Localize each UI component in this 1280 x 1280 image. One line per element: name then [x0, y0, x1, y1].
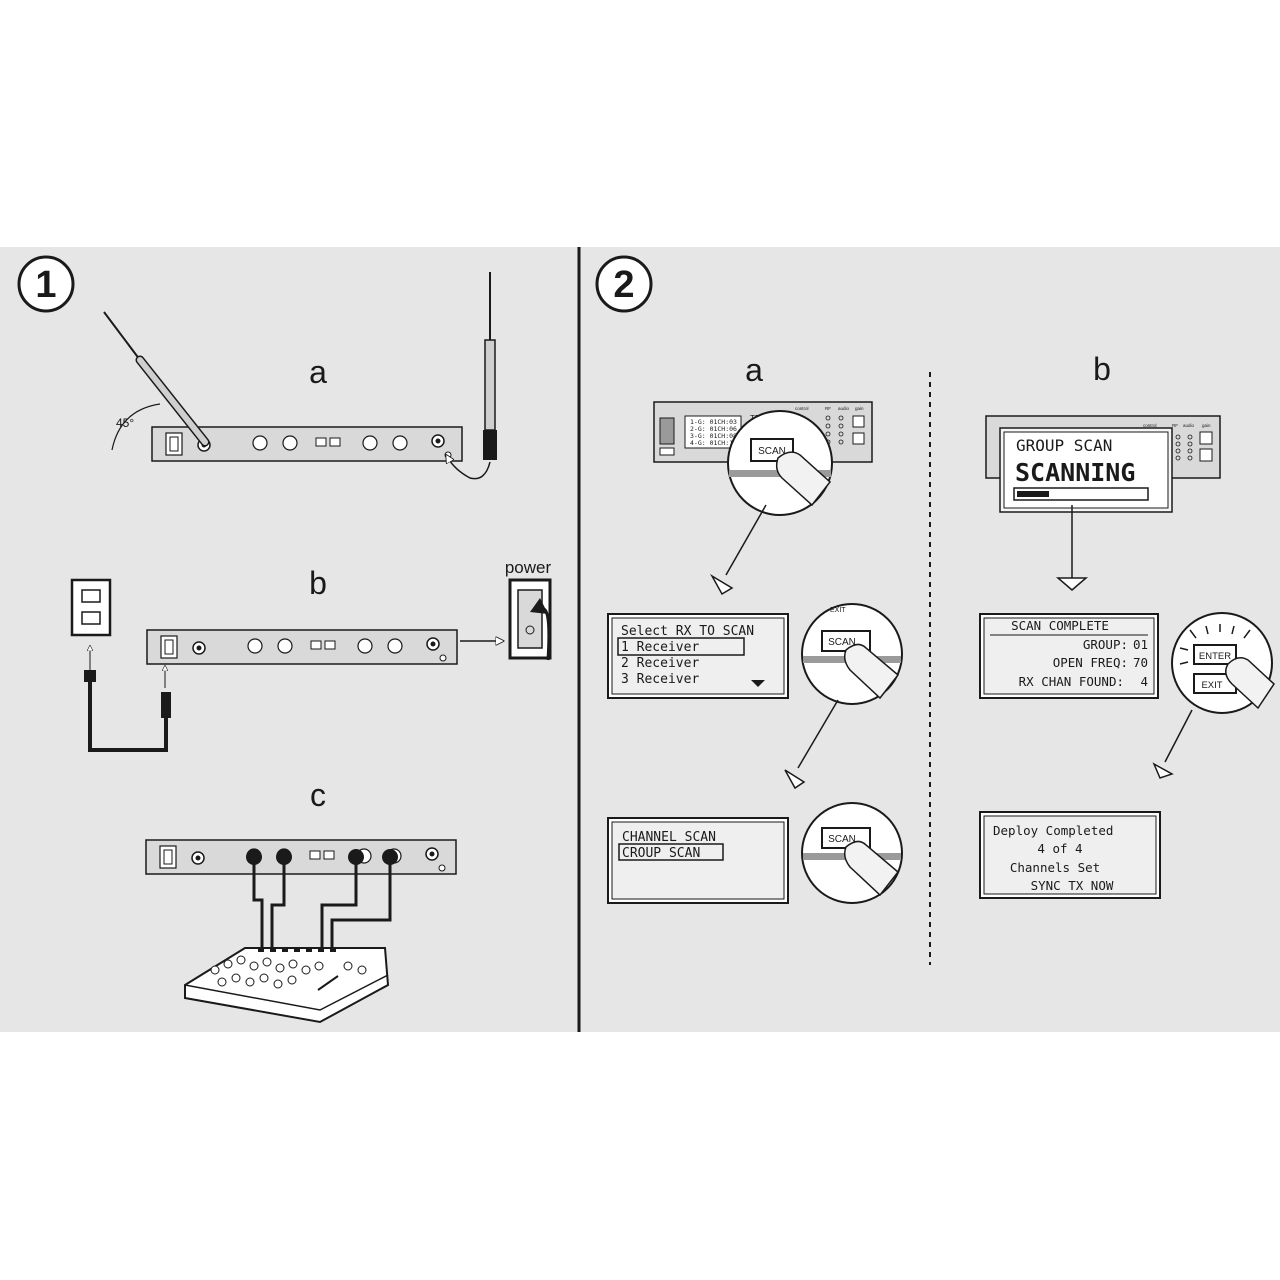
audio-cables — [246, 849, 398, 955]
up-button[interactable] — [852, 415, 865, 428]
group-row-value: 01 — [1133, 637, 1148, 652]
scanning-status: SCANNING — [1015, 458, 1135, 487]
power-label: power — [505, 558, 552, 577]
flow-arrow-2 — [797, 699, 839, 769]
attach-arrow — [448, 458, 491, 480]
step1-number: 1 — [35, 264, 56, 306]
power-cable — [84, 648, 171, 752]
select-rx-title: Select RX TO SCAN — [621, 624, 754, 639]
scan-complete-screen: SCAN COMPLETE GROUP: 01 OPEN FREQ: 70 RX… — [979, 613, 1159, 699]
arrowhead-1 — [709, 573, 734, 596]
front-display-line-2: 2-G: 01CH:06 — [690, 425, 737, 433]
enter-button-label: ENTER — [1199, 651, 1231, 662]
mixer — [184, 947, 390, 1024]
scan-complete-title: SCAN COMPLETE — [1011, 618, 1109, 633]
rf-label: RF — [1172, 423, 1178, 428]
scan-progress-fill — [1017, 491, 1049, 497]
open-freq-label: OPEN FREQ: — [1053, 655, 1128, 670]
selection-highlight — [618, 843, 724, 861]
rx-option-2[interactable]: 2 Receiver — [621, 656, 699, 671]
finger-icon — [843, 643, 900, 700]
flow-arrow-1 — [725, 504, 767, 576]
wall-outlet — [70, 578, 112, 637]
channel-scan-option[interactable]: CHANNEL SCAN — [622, 830, 716, 845]
gain-label: gain — [1202, 423, 1211, 428]
audio-label: audio — [838, 406, 850, 411]
step1b-receiver — [146, 629, 458, 665]
scan-mode-screen: CHANNEL SCAN CROUP SCAN — [607, 817, 789, 904]
arrowhead-4 — [1152, 762, 1174, 779]
front-display-line-3: 3-G: 01CH:08 — [690, 432, 737, 440]
step1c-receiver — [145, 839, 457, 875]
audio-label: audio — [1183, 423, 1195, 428]
flow-arrow-4 — [1164, 709, 1193, 763]
scan-zoom-3: SCAN — [801, 802, 903, 904]
power-switch — [508, 578, 552, 661]
deploy-line-2: 4 of 4 — [1037, 841, 1082, 856]
deploy-line-4: SYNC TX NOW — [1031, 878, 1114, 893]
arrowhead-2 — [784, 769, 806, 790]
scan-zoom-2: SCAN EXIT — [801, 603, 903, 705]
rx-option-1[interactable]: 1 Receiver — [621, 640, 699, 655]
gain-label: gain — [855, 406, 864, 411]
group-scan-title: GROUP SCAN — [1016, 436, 1112, 455]
control-label: control — [1143, 423, 1157, 428]
group-row-label: GROUP: — [1083, 637, 1128, 652]
antenna-right — [483, 272, 497, 460]
selection-highlight — [617, 637, 745, 656]
rf-label: RF — [825, 406, 831, 411]
angle-label: 45° — [116, 416, 134, 430]
front-display-line-1: 1-G: 01CH:03 — [690, 418, 737, 426]
step2-number: 2 — [613, 264, 634, 306]
exit-button-label: EXIT — [1201, 680, 1222, 691]
exit-partial-label: EXIT — [830, 607, 846, 614]
antenna-left — [103, 311, 210, 447]
rx-option-3[interactable]: 3 Receiver — [621, 672, 699, 687]
enter-zoom: ENTER EXIT — [1171, 612, 1275, 714]
scroll-down-icon — [751, 680, 765, 687]
step1-badge: 1 — [17, 255, 75, 313]
step2a-label: a — [745, 352, 763, 388]
deploy-screen: Deploy Completed 4 of 4 Channels Set SYN… — [979, 811, 1161, 899]
open-freq-value: 70 — [1133, 655, 1148, 670]
enter-button[interactable] — [1193, 644, 1237, 665]
group-scan-option[interactable]: CROUP SCAN — [622, 846, 700, 861]
down-button[interactable] — [852, 432, 865, 445]
deploy-line-1: Deploy Completed — [993, 823, 1113, 838]
scan-button-3-label: SCAN — [828, 834, 856, 845]
scan-button-label: SCAN — [758, 446, 786, 457]
step2b-label: b — [1093, 351, 1111, 387]
step2a-zoom-circle: SCAN — [727, 410, 833, 516]
select-rx-screen: Select RX TO SCAN 1 Receiver 2 Receiver … — [607, 613, 789, 699]
up-button[interactable] — [1199, 431, 1213, 445]
finger-icon — [843, 840, 900, 897]
angle-arc — [111, 403, 161, 451]
step1c-label: c — [310, 777, 326, 813]
step2-badge: 2 — [595, 255, 653, 313]
front-display-line-4: 4-G: 01CH:12 — [690, 439, 737, 447]
rx-chan-found-label: RX CHAN FOUND: — [1019, 674, 1124, 689]
control-label: control — [795, 406, 809, 411]
group-scan-screen: GROUP SCAN SCANNING — [999, 427, 1173, 513]
rx-chan-found-value: 4 — [1140, 674, 1148, 689]
down-button[interactable] — [1199, 448, 1213, 462]
finger-icon — [1225, 657, 1275, 710]
arrowhead-3 — [1055, 577, 1089, 591]
step1a-label: a — [309, 354, 327, 390]
step1b-label: b — [309, 565, 327, 601]
scan-button-2-label: SCAN — [828, 637, 856, 648]
deploy-line-3: Channels Set — [1010, 860, 1100, 875]
finger-icon — [775, 451, 832, 507]
